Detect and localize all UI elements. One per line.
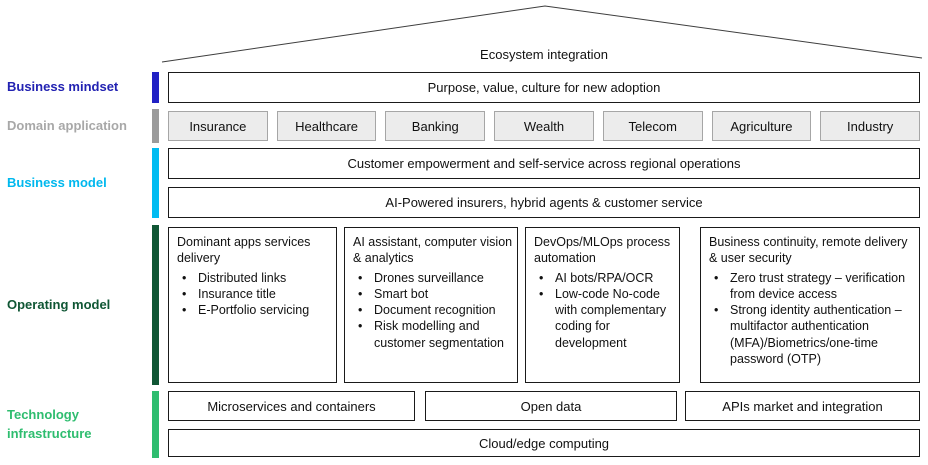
domain-box-banking: Banking [385,111,486,141]
bullet-item: •Strong identity authentication – multif… [709,302,915,367]
business-mindset-bar [152,72,159,103]
technology-infrastructure-label: Technology infrastructure [7,407,92,441]
operating-box-title: AI assistant, computer vision & analytic… [353,235,513,266]
bullet-item: •Insurance title [177,286,332,302]
technology-infrastructure-bar [152,391,159,458]
domain-box-wealth: Wealth [494,111,594,141]
domain-box-industry: Industry [820,111,921,141]
operating-box-devops-mlops: DevOps/MLOps process automation •AI bots… [525,227,680,383]
bullet-icon: • [358,286,363,301]
bullet-item: •Document recognition [353,302,513,318]
operating-model-label: Operating model [7,296,111,312]
bullet-icon: • [182,286,187,301]
operating-box-ai-assistant: AI assistant, computer vision & analytic… [344,227,518,383]
technology-infrastructure-row: Microservices and containers Open data A… [168,391,920,421]
business-model-banner-1: Customer empowerment and self-service ac… [168,148,920,179]
operating-box-title: DevOps/MLOps process automation [534,235,671,266]
business-mindset-banner: Purpose, value, culture for new adoption [168,72,920,103]
operating-model-row: Dominant apps services delivery •Distrib… [168,227,920,383]
domain-application-row: Insurance Healthcare Banking Wealth Tele… [168,111,921,141]
bullet-list: •Distributed links •Insurance title •E-P… [177,270,332,319]
operating-box-title: Business continuity, remote delivery & u… [709,235,908,266]
tech-box-apis-market: APIs market and integration [685,391,920,421]
bullet-icon: • [539,270,544,285]
bullet-icon: • [714,270,719,285]
bullet-icon: • [714,303,719,317]
bullet-item: •Low-code No-code with complementary cod… [534,286,675,351]
business-model-label: Business model [7,174,107,190]
bullet-list: •Drones surveillance •Smart bot •Documen… [353,270,513,351]
tech-box-open-data: Open data [425,391,677,421]
cloud-edge-banner: Cloud/edge computing [168,429,920,457]
bullet-icon: • [539,286,544,301]
domain-box-agriculture: Agriculture [711,111,812,141]
bullet-icon: • [182,303,187,317]
domain-box-telecom: Telecom [602,111,703,141]
domain-box-healthcare: Healthcare [276,111,377,141]
operating-box-title: Dominant apps services delivery [177,235,311,266]
bullet-item: •Drones surveillance [353,270,513,286]
bullet-item: •Zero trust strategy – verification from… [709,270,915,303]
roof-title: Ecosystem integration [480,47,608,62]
domain-application-label: Domain application [7,117,127,133]
domain-box-insurance: Insurance [168,111,268,141]
bullet-item: •Distributed links [177,270,332,286]
operating-box-dominant-apps: Dominant apps services delivery •Distrib… [168,227,337,383]
bullet-item: •AI bots/RPA/OCR [534,270,675,286]
tech-box-microservices: Microservices and containers [168,391,415,421]
bullet-icon: • [358,270,363,285]
business-mindset-label: Business mindset [7,79,119,95]
bullet-item: •E-Portfolio servicing [177,302,332,318]
business-model-banner-2: AI-Powered insurers, hybrid agents & cus… [168,187,920,218]
bullet-list: •Zero trust strategy – verification from… [709,270,915,368]
operating-model-bar [152,225,159,385]
bullet-icon: • [182,270,187,285]
bullet-icon: • [358,319,363,334]
bullet-icon: • [358,303,363,317]
operating-box-business-continuity: Business continuity, remote delivery & u… [700,227,920,383]
roof-outline [161,5,923,63]
bullet-list: •AI bots/RPA/OCR •Low-code No-code with … [534,270,675,351]
business-model-bar [152,148,159,218]
domain-application-bar [152,109,159,143]
bullet-item: •Smart bot [353,286,513,302]
bullet-item: •Risk modelling and customer segmentatio… [353,318,513,351]
